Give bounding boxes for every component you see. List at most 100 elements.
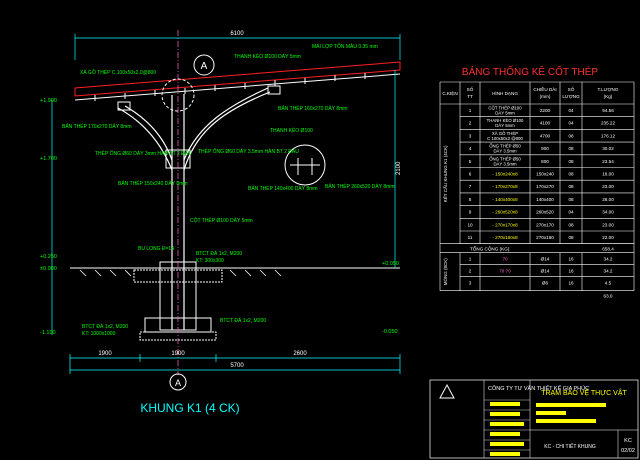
table-row-desc: THANH KÈO Ø100 — [487, 118, 524, 123]
table-row-qty: 04 — [568, 210, 574, 215]
table-row-length: 260x520 — [536, 210, 554, 215]
table-row-length: 170x270 — [536, 184, 554, 189]
section-marker-bottom — [169, 373, 187, 391]
table-row-qty: 04 — [568, 108, 574, 113]
table-row-weight: 30.02 — [602, 146, 614, 151]
mong-row-shape: 70 — [502, 257, 508, 262]
table-row-desc: ỐNG THÉP Ø50 — [489, 144, 521, 149]
level-markers: +1.900 +1.700 +0.250 ±0.000 -1.100 +0.05… — [40, 98, 399, 336]
label-bu-long: BU LONG Đ=14 — [138, 246, 174, 252]
table-header: TT — [467, 94, 473, 99]
level-2: +1.700 — [40, 156, 57, 162]
table-row-weight: 22.00 — [602, 235, 614, 240]
table-header: CHIỀU DÀI — [533, 86, 556, 92]
table-row-no: 10 — [467, 222, 473, 227]
mong-row-no: 1 — [469, 257, 472, 262]
table-row-no: 11 — [468, 235, 473, 240]
table-row-desc: DÀY 3.5mm — [493, 149, 517, 154]
mong-row-weight: 4.5 — [605, 281, 612, 286]
table-row-no: 6 — [469, 172, 472, 177]
titleblock-fields — [490, 402, 606, 456]
label-thep-ong: THÉP ỐNG Ø60 DÀY 3mm HÀN BT 2 ĐẦU — [95, 150, 192, 157]
label-coc-thep: CỘT THÉP Ø100 DÀY 5mm — [190, 217, 253, 224]
dim-2: 1900 — [171, 351, 185, 357]
label-kt2: KT: 1000x1000 — [82, 331, 116, 337]
table-row-weight: 28.00 — [602, 197, 614, 202]
brace-left-inner — [124, 105, 173, 161]
mong-row-shape: 70 70 — [499, 269, 511, 274]
label-ban-thep-2: BẢN THÉP 160x270 DÀY 8mm — [278, 105, 347, 112]
mong-row-qty: 16 — [568, 269, 574, 274]
label-thep-ong-2: THÉP ỐNG Ø60 DÀY 3.5mm HÀN BT 2 ĐẦU — [198, 148, 299, 155]
table-header: SỐ — [467, 86, 474, 92]
table-row-desc: DÀY 5mm — [495, 123, 515, 128]
label-kt1: KT: 300x300 — [196, 258, 224, 264]
table-row-length: 150x240 — [536, 172, 554, 177]
table-row-weight: 23.00 — [602, 222, 614, 227]
table-row-desc: - 170x270x8 — [492, 184, 518, 189]
table-row-qty: 08 — [568, 159, 574, 164]
table-row-desc: XÀ GỒ THÉP — [492, 131, 518, 136]
table-row-desc: - 260x520x8 — [492, 210, 518, 215]
table-row-desc: - 140x400x8 — [492, 197, 518, 202]
label-ban-thep-5: BẢN THÉP 260x520 DÀY 8mm — [325, 183, 394, 190]
level-6: +0.050 — [382, 261, 399, 267]
table-row-qty: 04 — [568, 121, 574, 126]
company-name: CÔNG TY TƯ VẤN THIẾT KẾ GIA PHÚC — [488, 385, 589, 392]
purlin-line — [74, 73, 401, 101]
detail-circle-top — [161, 78, 195, 112]
level-4: ±0.000 — [40, 266, 57, 272]
level-3: +0.250 — [40, 254, 57, 260]
label-ban-thep-4: BẢN THÉP 140x400 DÀY 8mm — [248, 185, 317, 192]
right-dimension: 2100 — [396, 161, 402, 175]
table-row-no: 3 — [469, 133, 472, 138]
table-row-no: 1 — [469, 108, 472, 113]
brace-right-inner — [183, 87, 269, 161]
section-marker-bottom-label: A — [175, 378, 181, 388]
mong-row-length: Ø6 — [542, 281, 549, 286]
table-row-desc: DÀY 3.5mm — [493, 161, 517, 166]
table-row-qty: 08 — [568, 197, 574, 202]
dim-1: 1900 — [98, 351, 112, 357]
table-row-weight: 34.00 — [602, 210, 614, 215]
label-xa-go: XÀ GỒ THÉP C 100x50x2.0@800 — [80, 69, 156, 76]
table-total-value: 658.4 — [602, 247, 614, 252]
table-row-length: 4700 — [540, 133, 551, 138]
mong-row-qty: 16 — [568, 257, 574, 262]
label-thanh-keo-2: THANH KÈO Ø100 — [270, 127, 313, 134]
table-row-qty: 08 — [568, 184, 574, 189]
level-1: +1.900 — [40, 98, 57, 104]
brace-left-outer — [117, 107, 173, 171]
table-header: SỐ — [568, 86, 575, 92]
table-row-desc: - 270x160x8 — [492, 235, 518, 240]
table-row-desc: CỘT THÉP Ø100 — [488, 106, 522, 111]
table-mong-label: MÓNG (8CK) — [442, 258, 448, 286]
purlin-ticks — [94, 73, 366, 101]
sheet-name: KC - CHI TIẾT KHUNG — [544, 443, 596, 450]
level-7: -0.050 — [382, 329, 398, 335]
table-row-weight: 23.00 — [602, 184, 614, 189]
frame-elevation: A A — [70, 30, 401, 391]
table-row-desc: - 270x170x8 — [492, 222, 518, 227]
table-row-qty: 08 — [568, 146, 574, 151]
table-row-desc: ỐNG THÉP Ø50 — [489, 156, 521, 161]
annotations: XÀ GỒ THÉP C 100x50x2.0@800 THANH KÈO Ø1… — [62, 43, 394, 337]
table-row-qty: 08 — [568, 235, 574, 240]
table-row-length: 800 — [541, 159, 549, 164]
table-row-no: 4 — [469, 146, 472, 151]
roof-sheet — [74, 61, 401, 97]
table-row-qty: 08 — [568, 172, 574, 177]
table-header: (Kg) — [604, 94, 613, 99]
table-total-label: TỔNG CỘNG (KG) — [470, 246, 510, 252]
plate-left — [117, 101, 131, 111]
table-row-qty: 08 — [568, 222, 574, 227]
level-5: -1.100 — [40, 330, 56, 336]
drawing-title: KHUNG K1 (4 CK) — [140, 401, 239, 415]
table-row-length: 900 — [541, 146, 549, 151]
brace-right-outer — [183, 91, 271, 171]
label-thanh-keo: THANH KÈO Ø100 DÀY 5mm — [234, 53, 301, 60]
table-row-desc: - 150x240x8 — [492, 172, 518, 177]
section-marker-top — [193, 54, 215, 76]
